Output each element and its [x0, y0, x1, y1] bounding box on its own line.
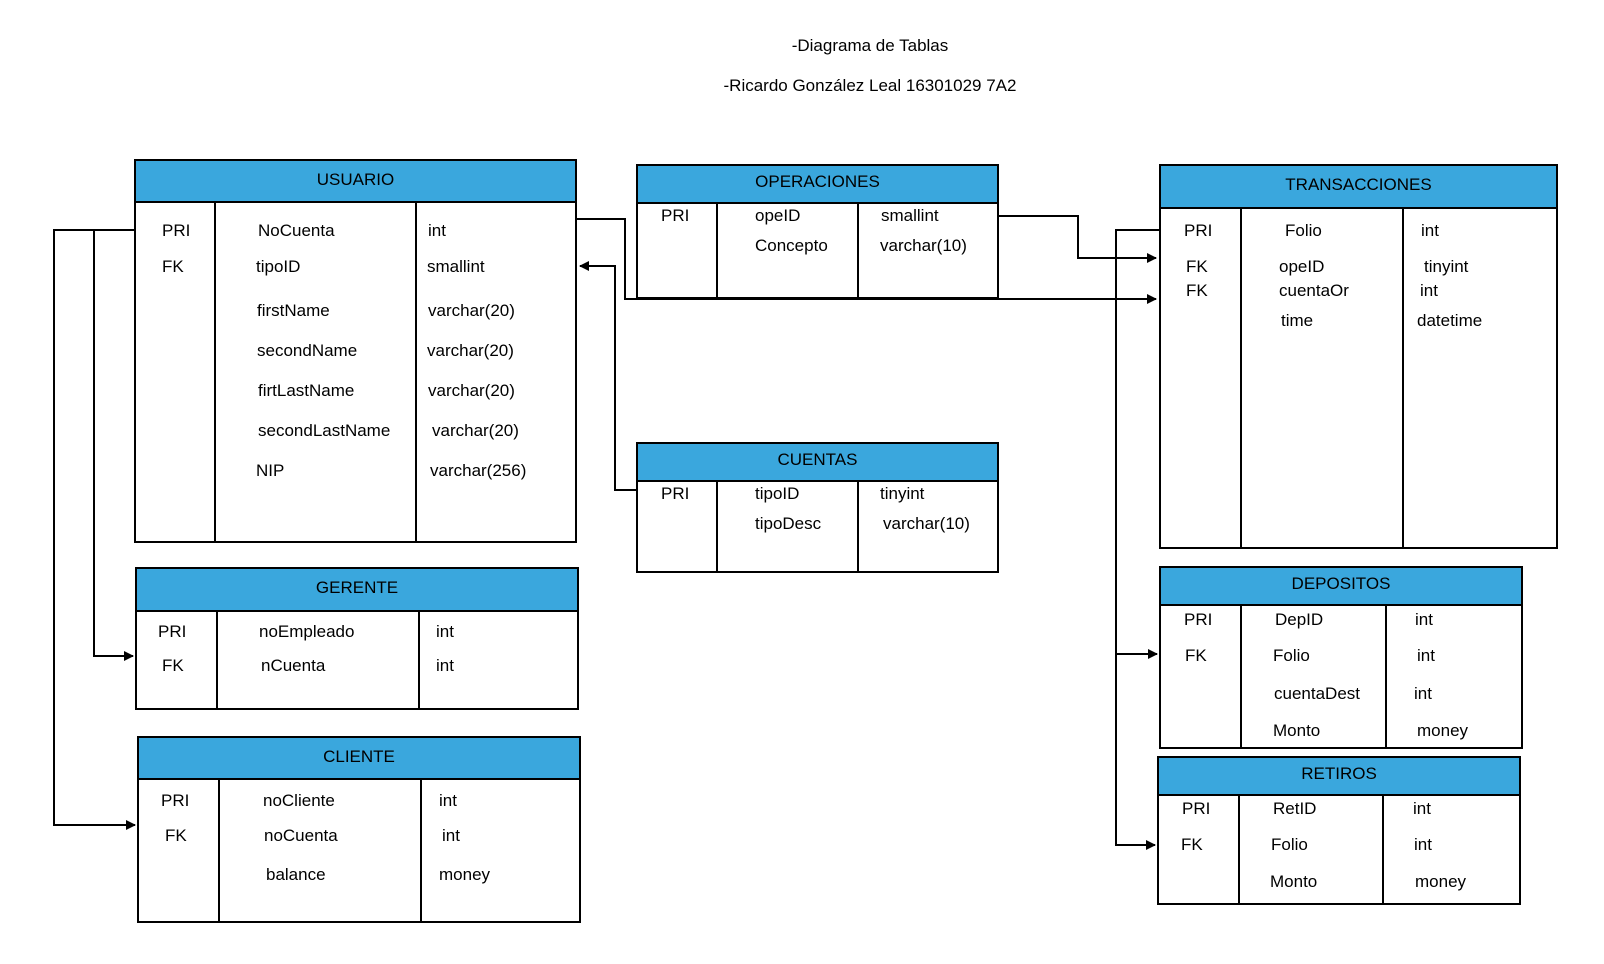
- cliente-row-2-field: noCuenta: [264, 826, 338, 845]
- usuario-row-7-field: NIP: [256, 461, 285, 480]
- usuario-row-2-key: FK: [162, 257, 184, 276]
- transacciones-row-3-key: FK: [1186, 281, 1208, 300]
- table-cuentas-header: CUENTAS: [638, 444, 997, 482]
- depositos-row-3-type: int: [1414, 684, 1432, 703]
- gerente-row-2-type: int: [436, 656, 454, 675]
- operaciones-row-2-type: varchar(10): [880, 236, 967, 255]
- depositos-row-1-key: PRI: [1184, 610, 1213, 629]
- retiros-row-3-type: money: [1415, 872, 1467, 891]
- operaciones-row-1-key: PRI: [661, 206, 690, 225]
- cuentas-row-1-key: PRI: [661, 484, 690, 503]
- table-gerente-header: GERENTE: [137, 569, 577, 612]
- table-cliente-header: CLIENTE: [139, 738, 579, 780]
- depositos-row-2-type: int: [1417, 646, 1435, 665]
- gerente-row-2-key: FK: [162, 656, 184, 675]
- table-cuentas: CUENTAS PRI tipoID tinyint tipoDesc varc…: [636, 442, 999, 573]
- usuario-row-3-field: firstName: [257, 301, 330, 320]
- table-retiros: RETIROS PRI RetID int FK Folio int Monto…: [1157, 756, 1521, 905]
- cliente-row-3-type: money: [439, 865, 491, 884]
- retiros-row-3-field: Monto: [1270, 872, 1318, 891]
- link-usuario-gerente: [93, 229, 136, 661]
- usuario-row-2-field: tipoID: [256, 257, 301, 276]
- transacciones-row-2-field: opeID: [1279, 257, 1325, 276]
- transacciones-row-3-type: int: [1420, 281, 1438, 300]
- transacciones-row-2-key: FK: [1186, 257, 1208, 276]
- table-transacciones-header: TRANSACCIONES: [1161, 166, 1556, 209]
- table-transacciones: TRANSACCIONES PRI Folio int FK opeID tin…: [1159, 164, 1558, 549]
- transacciones-row-1-key: PRI: [1184, 221, 1213, 240]
- table-depositos-header: DEPOSITOS: [1161, 568, 1521, 606]
- transacciones-row-1-field: Folio: [1285, 221, 1322, 240]
- usuario-row-5-field: firtLastName: [258, 381, 355, 400]
- cuentas-row-1-type: tinyint: [880, 484, 925, 503]
- retiros-row-1-key: PRI: [1182, 799, 1211, 818]
- table-usuario: USUARIO PRI NoCuenta int FK tipoID small…: [134, 159, 577, 543]
- usuario-row-4-field: secondName: [257, 341, 358, 360]
- retiros-row-1-field: RetID: [1273, 799, 1317, 818]
- link-usuario-cliente: [53, 229, 136, 830]
- usuario-row-1-type: int: [428, 221, 446, 240]
- operaciones-row-2-field: Concepto: [755, 236, 828, 255]
- transacciones-row-4-type: datetime: [1417, 311, 1483, 330]
- usuario-row-4-type: varchar(20): [427, 341, 514, 360]
- usuario-row-1-field: NoCuenta: [258, 221, 335, 240]
- transacciones-row-3-field: cuentaOr: [1279, 281, 1349, 300]
- usuario-row-6-type: varchar(20): [432, 421, 519, 440]
- depositos-row-1-field: DepID: [1275, 610, 1324, 629]
- transacciones-row-2-type: tinyint: [1424, 257, 1469, 276]
- usuario-row-5-type: varchar(20): [428, 381, 515, 400]
- depositos-row-2-field: Folio: [1273, 646, 1310, 665]
- transacciones-row-1-type: int: [1421, 221, 1439, 240]
- cliente-row-2-key: FK: [165, 826, 187, 845]
- depositos-row-4-type: money: [1417, 721, 1469, 740]
- usuario-row-2-type: smallint: [427, 257, 485, 276]
- operaciones-row-1-type: smallint: [881, 206, 939, 225]
- table-cliente: CLIENTE PRI noCliente int FK noCuenta in…: [137, 736, 581, 923]
- depositos-row-2-key: FK: [1185, 646, 1207, 665]
- table-gerente: GERENTE PRI noEmpleado int FK nCuenta in…: [135, 567, 579, 710]
- diagram-subtitle: -Ricardo González Leal 16301029 7A2: [723, 76, 1017, 95]
- depositos-row-1-type: int: [1415, 610, 1433, 629]
- cuentas-row-1-field: tipoID: [755, 484, 800, 503]
- cliente-row-1-key: PRI: [161, 791, 190, 810]
- retiros-row-1-type: int: [1413, 799, 1431, 818]
- table-depositos: DEPOSITOS PRI DepID int FK Folio int cue…: [1159, 566, 1523, 749]
- retiros-row-2-field: Folio: [1271, 835, 1308, 854]
- gerente-row-1-field: noEmpleado: [259, 622, 355, 641]
- cliente-row-1-field: noCliente: [263, 791, 335, 810]
- link-operaciones-transacciones: [997, 215, 1157, 263]
- operaciones-row-1-field: opeID: [755, 206, 801, 225]
- cliente-row-1-type: int: [439, 791, 457, 810]
- usuario-row-6-field: secondLastName: [258, 421, 391, 440]
- depositos-row-3-field: cuentaDest: [1274, 684, 1360, 703]
- link-usuario-transacciones: [576, 218, 1157, 304]
- depositos-row-4-field: Monto: [1273, 721, 1321, 740]
- usuario-row-7-type: varchar(256): [430, 461, 527, 480]
- retiros-row-2-type: int: [1414, 835, 1432, 854]
- gerente-row-1-key: PRI: [158, 622, 187, 641]
- cuentas-row-2-type: varchar(10): [883, 514, 970, 533]
- table-retiros-header: RETIROS: [1159, 758, 1519, 796]
- link-transacciones-retiros: [1115, 654, 1156, 850]
- table-usuario-header: USUARIO: [136, 161, 575, 203]
- retiros-row-2-key: FK: [1181, 835, 1203, 854]
- gerente-row-1-type: int: [436, 622, 454, 641]
- cliente-row-2-type: int: [442, 826, 460, 845]
- link-transacciones-depositos: [1115, 229, 1160, 659]
- cuentas-row-2-field: tipoDesc: [755, 514, 822, 533]
- transacciones-row-4-field: time: [1281, 311, 1314, 330]
- table-operaciones: OPERACIONES PRI opeID smallint Concepto …: [636, 164, 999, 299]
- gerente-row-2-field: nCuenta: [261, 656, 326, 675]
- cliente-row-3-field: balance: [266, 865, 326, 884]
- usuario-row-1-key: PRI: [162, 221, 191, 240]
- table-operaciones-header: OPERACIONES: [638, 166, 997, 204]
- diagram-title: -Diagrama de Tablas: [791, 36, 949, 55]
- link-cuentas-usuario: [579, 261, 636, 491]
- usuario-row-3-type: varchar(20): [428, 301, 515, 320]
